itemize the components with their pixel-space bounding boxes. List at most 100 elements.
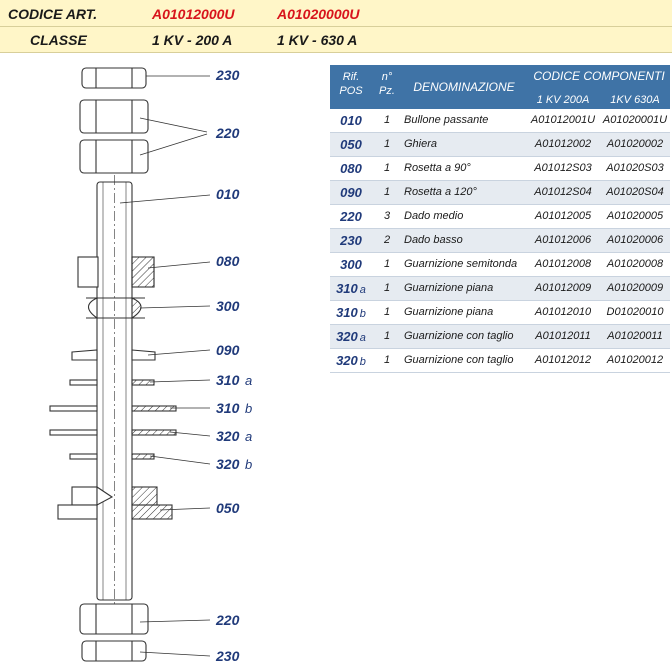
row-denominazione: Guarnizione semitonda xyxy=(404,258,518,270)
row-pos: 010 xyxy=(330,109,372,132)
row-code-630a: A01020012 xyxy=(606,354,664,366)
class-200a: 1 KV - 200 A xyxy=(152,32,233,48)
table-row: 230 2 Dado basso A01012006 A01020006 xyxy=(330,229,670,253)
row-code-200a: A01012001U xyxy=(530,114,596,126)
row-denominazione: Guarnizione piana xyxy=(404,306,494,318)
exploded-view-drawing: 230 220 010 080 300 090 310 a 310 b 320 … xyxy=(49,67,252,664)
row-denominazione: Guarnizione con taglio xyxy=(404,354,514,366)
row-code-200a: A01012S03 xyxy=(534,162,592,174)
row-pos: 080 xyxy=(330,157,372,180)
washer-080 xyxy=(77,256,155,288)
label-090: 090 xyxy=(216,342,240,358)
row-pos: 050 xyxy=(330,133,372,156)
row-code-630a: A01020S03 xyxy=(606,162,664,174)
row-code-630a: A01020001U xyxy=(602,114,668,126)
header-pos: POS xyxy=(339,85,363,97)
washer-090 xyxy=(71,349,156,361)
row-code-200a: A01012010 xyxy=(534,306,592,318)
gasket-310b xyxy=(49,405,177,412)
row-code-630a: A01020011 xyxy=(607,330,663,342)
label-050: 050 xyxy=(216,500,240,516)
header-col-200a: 1 KV 200A xyxy=(536,94,590,106)
header-divider xyxy=(0,26,672,27)
row-pos-number: 310 xyxy=(336,281,358,296)
header-denominazione: DENOMINAZIONE xyxy=(413,80,515,94)
row-code-200a: A01012011 xyxy=(535,330,591,342)
label-310a: 310 xyxy=(216,372,240,388)
row-pos: 220 xyxy=(330,205,372,228)
header-rif: Rif. xyxy=(342,71,360,83)
row-pos-number: 090 xyxy=(340,185,362,200)
row-denominazione: Guarnizione piana xyxy=(404,282,494,294)
row-qty: 3 xyxy=(383,210,391,222)
nut-230-top xyxy=(81,67,147,89)
row-code-200a: A01012002 xyxy=(534,138,592,150)
row-pos-number: 310 xyxy=(336,305,358,320)
row-code-630a: A01020008 xyxy=(606,258,664,270)
row-pos-suffix: a xyxy=(359,332,366,344)
row-pos-number: 010 xyxy=(340,113,362,128)
label-300: 300 xyxy=(216,298,240,314)
label-220-bottom: 220 xyxy=(215,612,240,628)
label-310b-suffix: b xyxy=(245,401,252,416)
gasket-310a xyxy=(69,379,155,386)
bolt-010 xyxy=(96,175,133,620)
leader-lines xyxy=(119,75,211,657)
row-qty: 2 xyxy=(383,234,391,246)
code-200a: A01012000U xyxy=(152,6,235,22)
row-pos: 090 xyxy=(330,181,372,204)
row-qty: 1 xyxy=(383,354,391,366)
row-pos: 300 xyxy=(330,253,372,276)
header-band: CODICE ART. A01012000U A01020000U CLASSE… xyxy=(0,0,672,53)
row-code-630a: A01020005 xyxy=(606,210,664,222)
nut-220-top-2 xyxy=(79,139,149,174)
row-denominazione: Dado medio xyxy=(404,210,464,222)
row-pos-suffix: b xyxy=(359,308,366,320)
row-code-630a: A01020006 xyxy=(606,234,664,246)
header-codice-componenti: CODICE COMPONENTI xyxy=(533,69,665,83)
row-pos-number: 320 xyxy=(336,353,358,368)
row-qty: 1 xyxy=(383,282,391,294)
codice-art-label: CODICE ART. xyxy=(8,6,98,22)
row-denominazione: Guarnizione con taglio xyxy=(404,330,514,342)
row-pos-suffix: b xyxy=(359,356,366,368)
row-denominazione: Rosetta a 90° xyxy=(404,162,471,174)
row-code-630a: A01020009 xyxy=(606,282,664,294)
row-code-200a: A01012012 xyxy=(534,354,592,366)
row-code-200a: A01012S04 xyxy=(534,186,592,198)
label-320b-suffix: b xyxy=(245,457,252,472)
table-header: Rif. POS n° Pz. DENOMINAZIONE CODICE COM… xyxy=(330,65,670,109)
ring-nut-050 xyxy=(57,485,173,520)
row-qty: 1 xyxy=(383,138,391,150)
row-denominazione: Dado basso xyxy=(404,234,463,246)
row-code-630a: A01020002 xyxy=(606,138,664,150)
code-630a: A01020000U xyxy=(277,6,360,22)
header-n: n° xyxy=(381,71,393,83)
components-table: Rif. POS n° Pz. DENOMINAZIONE CODICE COM… xyxy=(330,65,670,373)
label-220-top: 220 xyxy=(215,125,240,141)
row-denominazione: Bullone passante xyxy=(404,114,489,126)
nut-220-bottom xyxy=(79,603,149,635)
row-code-630a: A01020S04 xyxy=(606,186,664,198)
row-code-200a: A01012006 xyxy=(534,234,592,246)
row-qty: 1 xyxy=(383,114,391,126)
row-pos-number: 080 xyxy=(340,161,362,176)
label-310b: 310 xyxy=(216,400,240,416)
label-080: 080 xyxy=(216,253,240,269)
header-pz: Pz. xyxy=(379,85,395,97)
row-pos: 230 xyxy=(330,229,372,252)
nut-230-bottom xyxy=(81,640,147,662)
